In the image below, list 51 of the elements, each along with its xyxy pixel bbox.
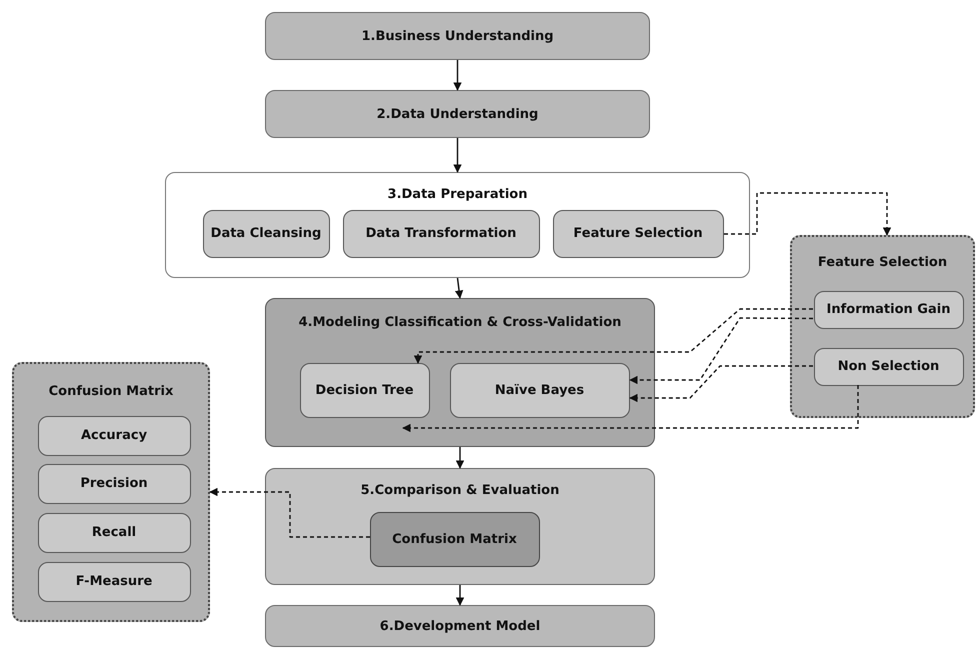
step-label: Decision Tree [315,382,414,398]
group-title: Confusion Matrix [48,384,174,399]
step-label: Naïve Bayes [494,382,584,398]
process-box [38,416,190,456]
group-title: 5.Comparison & Evaluation [360,483,560,498]
group-title: 3.Data Preparation [386,187,528,202]
process-box [370,512,540,566]
process-box [814,348,964,386]
process-box [265,12,650,60]
process-box [38,464,190,504]
step-label: Precision [80,476,148,491]
step-label: 6.Development Model [380,618,540,634]
group-panel [790,235,975,418]
step-label: Data Transformation [366,226,516,241]
step-label: Data Cleansing [210,226,322,241]
arrow [454,278,464,299]
arrow [456,447,464,469]
step-label: 1.Business Understanding [361,28,554,44]
process-box [38,512,190,552]
step-label: Non Selection [838,359,940,374]
process-box [202,210,330,258]
step-label: Information Gain [826,302,950,317]
process-box [450,362,630,418]
group-box [165,172,750,278]
group-title: 4.Modeling Classification & Cross-Validation [298,315,622,330]
group-box [265,468,655,585]
process-box [265,605,655,647]
step-label: Feature Selection [573,226,703,241]
group-box [265,298,655,447]
process-box [814,290,964,328]
dashed-arrow [629,317,813,384]
step-label: F-Measure [76,574,152,589]
dashed-arrow [209,488,370,538]
process-box [38,562,190,602]
dashed-arrow [724,192,892,236]
arrow [456,585,464,606]
process-box [552,210,724,258]
step-label: 2.Data Understanding [376,106,538,122]
process-box [265,90,650,138]
process-box [342,210,540,258]
dashed-arrow [414,308,813,364]
step-label: Recall [92,525,136,540]
dashed-arrow [402,385,859,432]
dashed-arrow [629,365,813,402]
group-title: Feature Selection [816,255,948,270]
arrow [453,138,462,173]
process-box [300,362,430,418]
group-panel [12,362,210,622]
arrow [453,60,462,91]
step-label: Confusion Matrix [392,532,517,546]
step-label: Accuracy [80,428,148,443]
